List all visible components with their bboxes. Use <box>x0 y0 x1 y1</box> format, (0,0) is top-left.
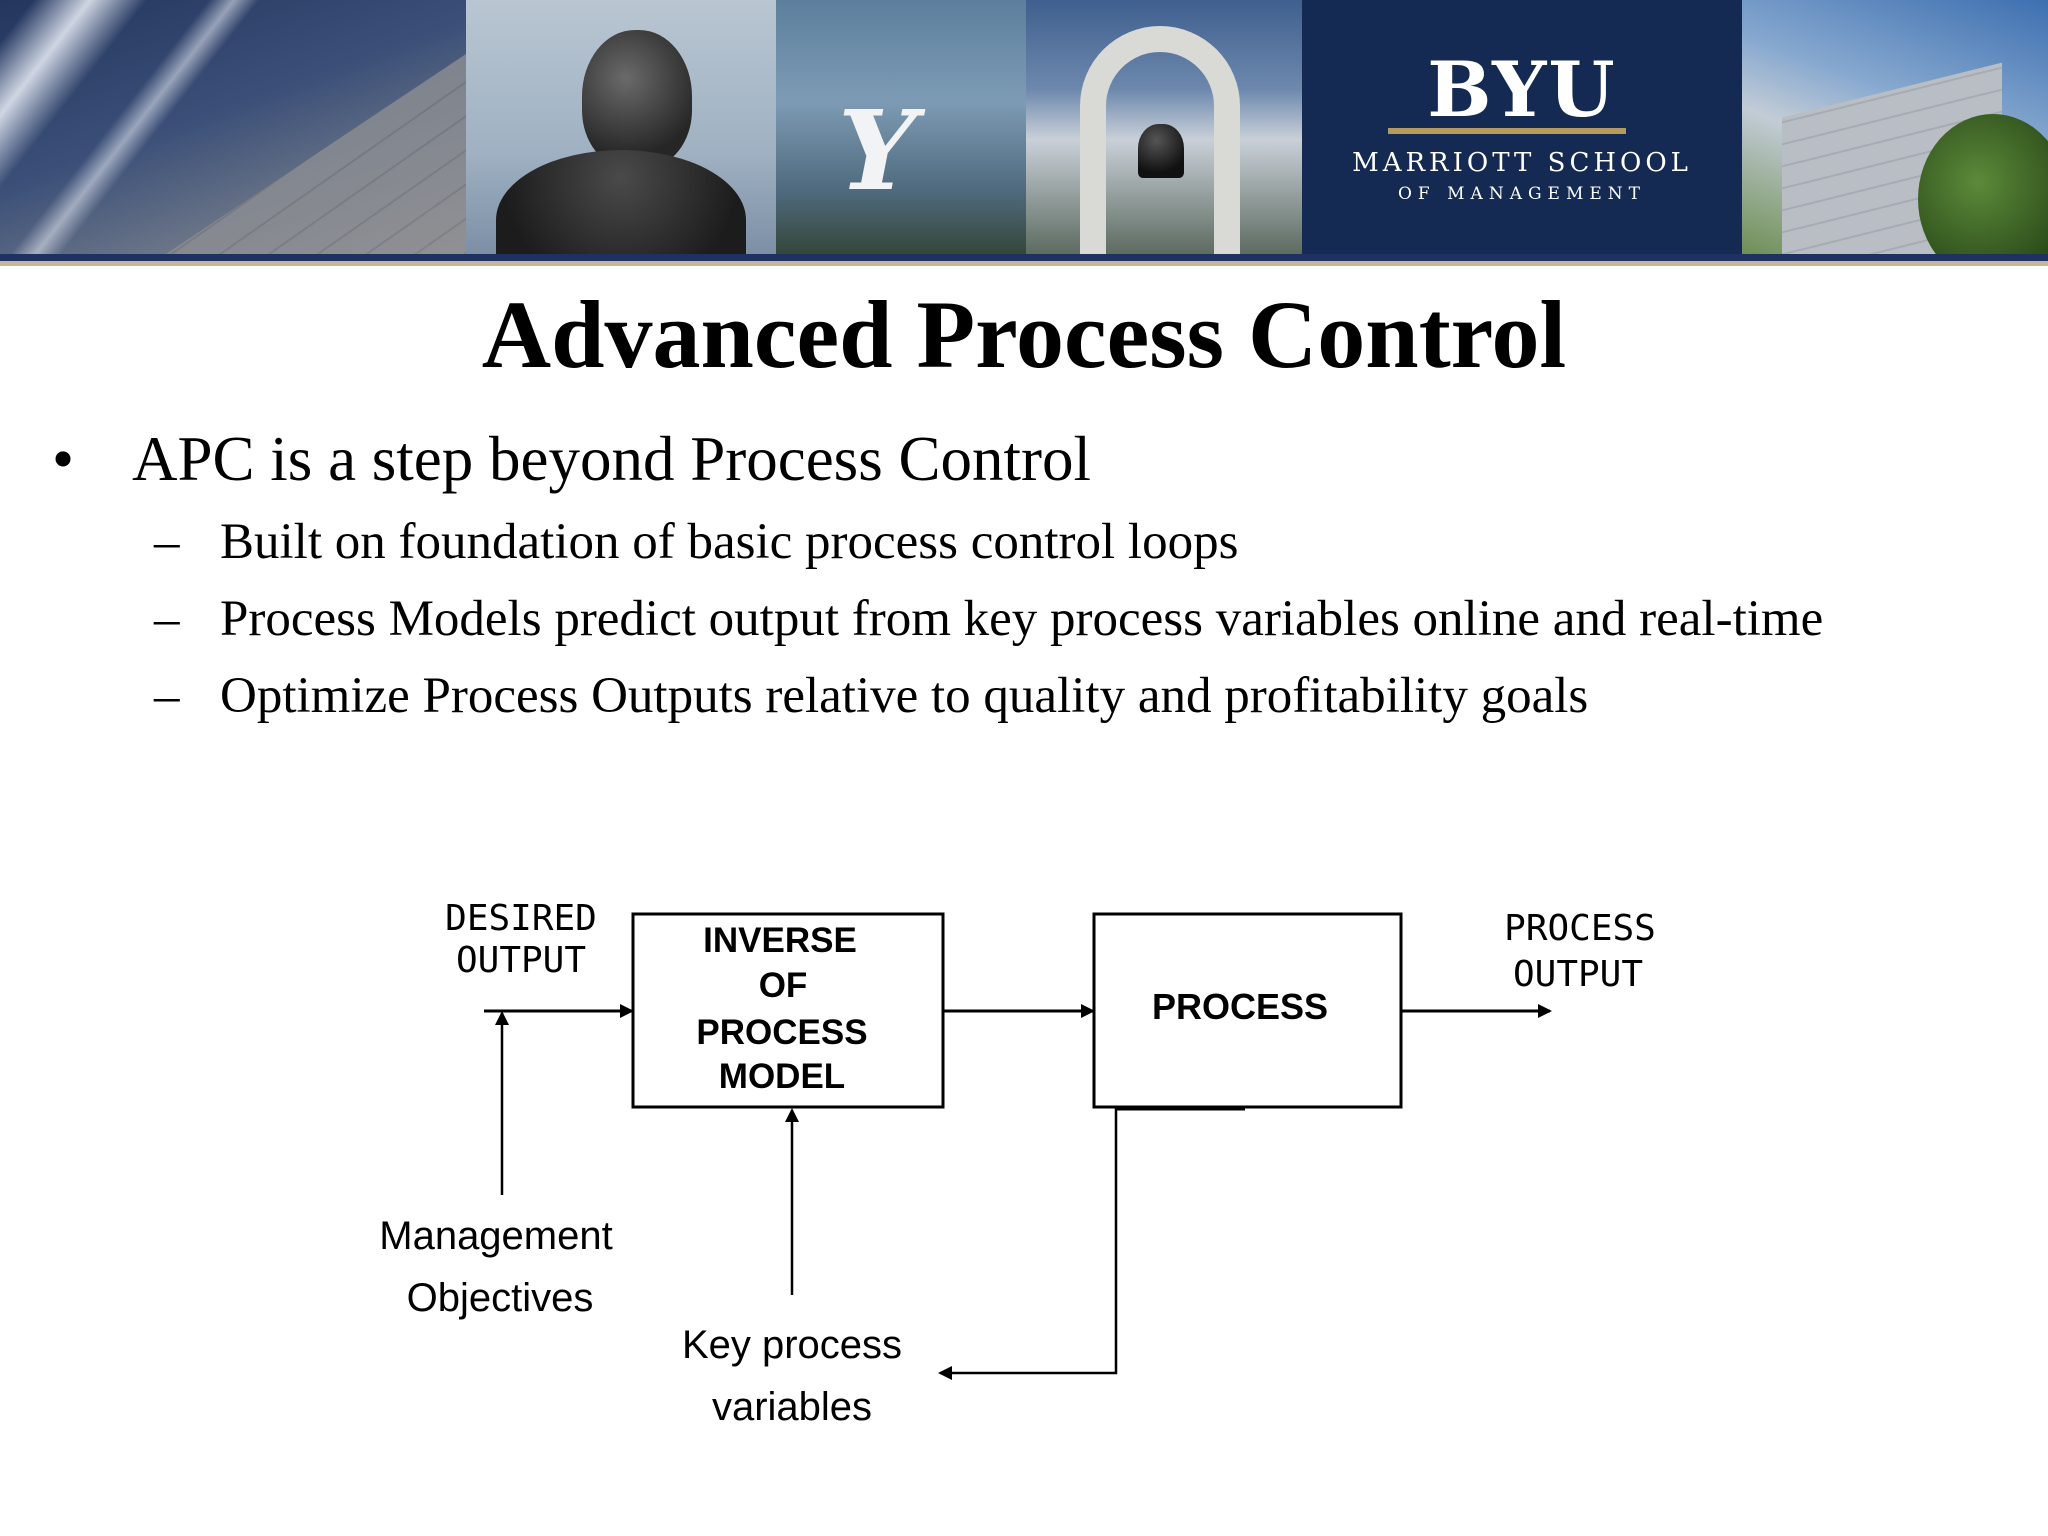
process-box <box>1092 912 1403 1109</box>
statue-head <box>582 30 692 168</box>
inverse-model-box <box>631 912 945 1109</box>
inverse-model-label: MODEL <box>719 1057 845 1096</box>
management-objectives-label: Objectives <box>407 1276 594 1320</box>
banner-logo-panel <box>1302 0 1742 254</box>
statue-body <box>496 150 746 254</box>
banner-photo-bell-arch <box>1026 0 1302 254</box>
bullet-mark: • <box>52 424 75 494</box>
process-label: PROCESS <box>1152 986 1328 1027</box>
process-output-label: OUTPUT <box>1513 954 1643 995</box>
inverse-model-label: PROCESS <box>696 1013 867 1052</box>
sub-bullet-text: Process Models predict output from key p… <box>220 591 1824 647</box>
desired-output-label: DESIRED <box>445 898 597 939</box>
sub-bullet-mark: – <box>154 591 180 647</box>
bell-icon <box>1138 124 1184 178</box>
banner-photo-statue <box>466 0 776 254</box>
sub-bullet-text: Built on foundation of basic process con… <box>220 514 1239 570</box>
inverse-model-label: OF <box>759 966 808 1005</box>
banner-photo-building-glass <box>0 0 466 254</box>
banner-photo-mountain-y: Y <box>776 0 1026 254</box>
school-subtitle: OF MANAGEMENT <box>1398 184 1646 204</box>
byu-logo-text: BYU <box>1427 45 1617 134</box>
key-variables-feedback-line <box>938 1108 1118 1380</box>
header-banner: Y BYU MARRIOTT SCHOOL OF MANAGEMENT <box>0 0 2048 254</box>
management-objectives-label: Management <box>379 1214 612 1258</box>
key-variables-label: variables <box>712 1385 872 1429</box>
header-divider-accent <box>0 261 2048 266</box>
y-mountain-icon: Y <box>838 86 917 215</box>
sub-bullet-mark: – <box>154 514 180 570</box>
desired-output-label: OUTPUT <box>456 940 586 981</box>
header-divider <box>0 254 2048 261</box>
process-output-label: PROCESS <box>1504 908 1656 949</box>
slide-title: Advanced Process Control <box>481 281 1567 388</box>
tree <box>1918 114 2048 254</box>
banner-photo-modern-building <box>1742 0 2048 254</box>
bullet-text: APC is a step beyond Process Control <box>132 424 1091 494</box>
sub-bullet-text: Optimize Process Outputs relative to qua… <box>220 668 1589 724</box>
key-variables-label: Key process <box>682 1323 902 1367</box>
school-name: MARRIOTT SCHOOL <box>1352 148 1692 178</box>
sub-bullet-mark: – <box>154 668 180 724</box>
logo-gold-rule <box>1388 128 1626 134</box>
inverse-model-label: INVERSE <box>703 921 857 960</box>
